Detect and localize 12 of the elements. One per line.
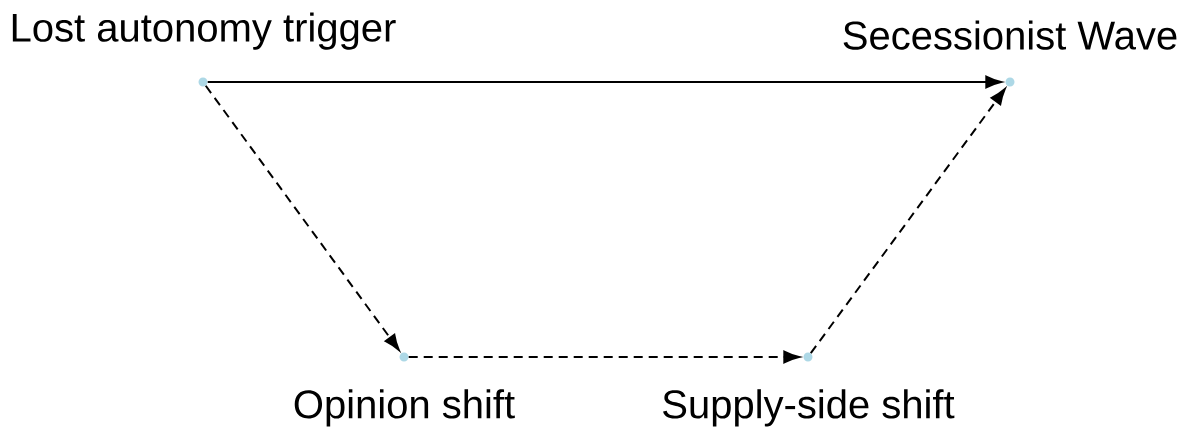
arrow bbox=[204, 84, 400, 351]
arrow bbox=[206, 75, 1002, 89]
graph-node: Secessionist Wave bbox=[843, 20, 1177, 87]
graph-node: Supply-side shift bbox=[663, 352, 955, 427]
arrow bbox=[809, 88, 1006, 355]
node-label: Secessionist Wave bbox=[843, 20, 1177, 50]
node-label: Supply-side shift bbox=[663, 389, 955, 427]
graph-node: Opinion shift bbox=[294, 352, 515, 427]
node-label: Opinion shift bbox=[294, 389, 515, 427]
node-label: Lost autonomy trigger bbox=[12, 12, 396, 50]
arrow bbox=[407, 350, 800, 364]
graph-node: Lost autonomy trigger bbox=[12, 12, 396, 87]
